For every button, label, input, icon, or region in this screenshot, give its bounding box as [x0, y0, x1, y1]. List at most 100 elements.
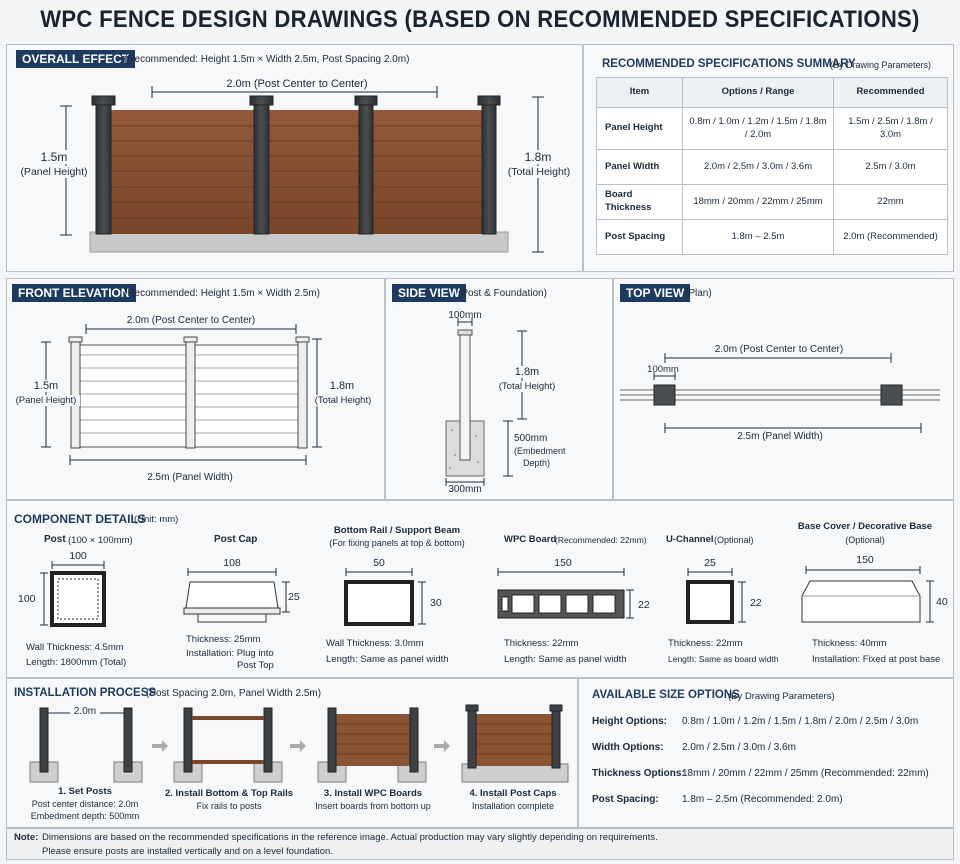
component-post-title: Post — [44, 534, 66, 545]
component-uchannel-line1: Thickness: 22mm — [668, 638, 743, 649]
component-uchannel-line2: Length: Same as board width — [668, 654, 779, 664]
install-step-title: 3. Install WPC Boards — [323, 788, 423, 799]
note-label: Note: — [14, 832, 39, 843]
component-board-title: WPC Board — [504, 534, 557, 545]
size-option-label: Thickness Options: — [592, 768, 685, 779]
top-view-header: TOP VIEW — [620, 284, 691, 302]
install-step-title: 2. Install Bottom & Top Rails — [164, 788, 294, 799]
component-post-dim-h: 100 — [18, 593, 36, 605]
component-board-dim-h: 22 — [638, 599, 650, 611]
component-post-dim-w: 100 — [69, 550, 87, 562]
spec-row-item: Board Thickness — [596, 184, 683, 220]
side-total-height-text: (Total Height) — [494, 381, 560, 392]
component-rail-line2: Length: Same as panel width — [326, 654, 449, 665]
overall-total-height-value: 1.8m — [510, 150, 566, 164]
top-spacing-label: 2.0m (Post Center to Center) — [712, 344, 846, 355]
install-step-line: Fix rails to posts — [196, 801, 262, 811]
spec-header-item: Item — [596, 77, 683, 108]
side-view-subtitle: (Post & Foundation) — [458, 288, 547, 299]
size-option-label: Post Spacing: — [592, 794, 659, 805]
component-post-line2: Length: 1800mm (Total) — [26, 657, 127, 668]
install-step-line: Post center distance: 2.0m — [31, 799, 139, 809]
size-option-label: Width Options: — [592, 742, 664, 753]
side-embed-value: 500mm — [514, 433, 548, 444]
spec-row-recommended: 2.5m / 3.0m — [833, 149, 948, 185]
installation-spacing-label: 2.0m — [70, 706, 100, 717]
installation-subtitle: (Post Spacing 2.0m, Panel Width 2.5m) — [146, 688, 322, 699]
component-rail-dim-h: 30 — [430, 597, 442, 609]
spec-row-options: 0.8m / 1.0m / 1.2m / 1.5m / 1.8m / 2.0m — [682, 107, 834, 150]
install-step-line: Installation complete — [471, 801, 555, 811]
component-details-unit: (Unit: mm) — [134, 514, 179, 525]
front-panel-height-text: (Panel Height) — [12, 395, 80, 406]
front-total-height-text: (Total Height) — [310, 395, 376, 406]
component-uchannel-dim-h: 22 — [750, 597, 762, 609]
overall-panel-height-value: 1.5m — [22, 150, 86, 164]
component-rail-dim-w: 50 — [373, 557, 385, 569]
install-step-line: Embedment depth: 500mm — [30, 811, 140, 821]
side-total-height-value: 1.8m — [510, 366, 544, 378]
component-base-note: (Optional) — [845, 535, 885, 545]
side-embed-text-1: (Embedment — [514, 446, 566, 456]
front-spacing-label: 2.0m (Post Center to Center) — [126, 315, 256, 326]
size-options-title: AVAILABLE SIZE OPTIONS — [592, 689, 740, 701]
component-board-note: (Recommended: 22mm) — [555, 535, 647, 545]
component-cap-dim-w: 108 — [223, 557, 241, 569]
side-view-header: SIDE VIEW — [392, 284, 467, 302]
page-title: WPC FENCE DESIGN DRAWINGS (BASED ON RECO… — [40, 6, 920, 33]
side-embed-text-2: Depth) — [523, 458, 551, 468]
spec-row-recommended: 2.0m (Recommended) — [833, 219, 948, 255]
component-rail-note: (For fixing panels at top & bottom) — [329, 538, 465, 548]
note-panel — [6, 828, 954, 860]
spec-row-item: Panel Width — [596, 149, 683, 185]
side-post-width-label: 100mm — [448, 310, 482, 321]
side-base-width-label: 300mm — [448, 484, 482, 495]
note-line-1: Dimensions are based on the recommended … — [42, 832, 658, 843]
front-elevation-subtitle: (Recommended: Height 1.5m × Width 2.5m) — [124, 288, 320, 299]
component-uchannel-note: (Optional) — [714, 535, 754, 545]
component-cap-line1: Thickness: 25mm — [186, 634, 261, 645]
component-post-note: (100 × 100mm) — [68, 535, 133, 546]
component-cap-title: Post Cap — [214, 534, 258, 545]
spec-row-recommended: 22mm — [833, 184, 948, 220]
overall-panel-height-text: (Panel Height) — [18, 166, 90, 178]
size-option-value: 2.0m / 2.5m / 3.0m / 3.6m — [682, 742, 796, 753]
component-details-header: COMPONENT DETAILS — [14, 512, 146, 526]
note-line-2: Please ensure posts are installed vertic… — [42, 846, 333, 857]
component-uchannel-title: U-Channel — [666, 534, 714, 545]
spec-row-options: 2.0m / 2.5m / 3.0m / 3.6m — [682, 149, 834, 185]
component-rail-line1: Wall Thickness: 3.0mm — [326, 638, 424, 649]
top-width-label: 2.5m (Panel Width) — [737, 431, 823, 442]
overall-spacing-label: 2.0m (Post Center to Center) — [212, 78, 382, 90]
component-base-dim-w: 150 — [856, 554, 874, 566]
spec-summary-note: (By Drawing Parameters) — [830, 60, 932, 70]
component-uchannel-dim-w: 25 — [704, 557, 716, 569]
spec-row-options: 1.8m – 2.5m — [682, 219, 834, 255]
size-option-value: 0.8m / 1.0m / 1.2m / 1.5m / 1.8m / 2.0m … — [682, 716, 919, 727]
component-cap-dim-h: 25 — [288, 591, 300, 603]
front-total-height-value: 1.8m — [322, 380, 362, 392]
size-options-note: (By Drawing Parameters) — [728, 691, 835, 702]
spec-header-options: Options / Range — [682, 77, 834, 108]
overall-total-height-text: (Total Height) — [502, 166, 576, 178]
size-option-label: Height Options: — [592, 716, 667, 727]
spec-summary-title: RECOMMENDED SPECIFICATIONS SUMMARY — [602, 58, 856, 70]
install-step-line: Insert boards from bottom up — [315, 801, 431, 811]
component-post-line1: Wall Thickness: 4.5mm — [26, 642, 124, 653]
top-view-subtitle: (Plan) — [685, 288, 712, 299]
component-details-panel — [6, 500, 954, 678]
spec-row-options: 18mm / 20mm / 22mm / 25mm — [682, 184, 834, 220]
overall-effect-subtitle: (Recommended: Height 1.5m × Width 2.5m, … — [124, 54, 410, 65]
front-panel-height-value: 1.5m — [24, 380, 68, 392]
component-base-line2: Installation: Fixed at post base — [812, 654, 941, 665]
component-board-dim-w: 150 — [554, 557, 572, 569]
spec-summary-table: Item Options / Range Recommended Panel H… — [596, 77, 948, 255]
component-rail-title: Bottom Rail / Support Beam — [333, 525, 461, 536]
spec-header-recommended: Recommended — [833, 77, 948, 108]
component-board-line2: Length: Same as panel width — [504, 654, 627, 665]
top-view-panel — [613, 278, 954, 500]
size-option-value: 18mm / 20mm / 22mm / 25mm (Recommended: … — [682, 768, 929, 779]
size-options-panel — [578, 678, 954, 828]
spec-row-item: Panel Height — [596, 107, 683, 150]
component-base-dim-h: 40 — [936, 596, 948, 608]
